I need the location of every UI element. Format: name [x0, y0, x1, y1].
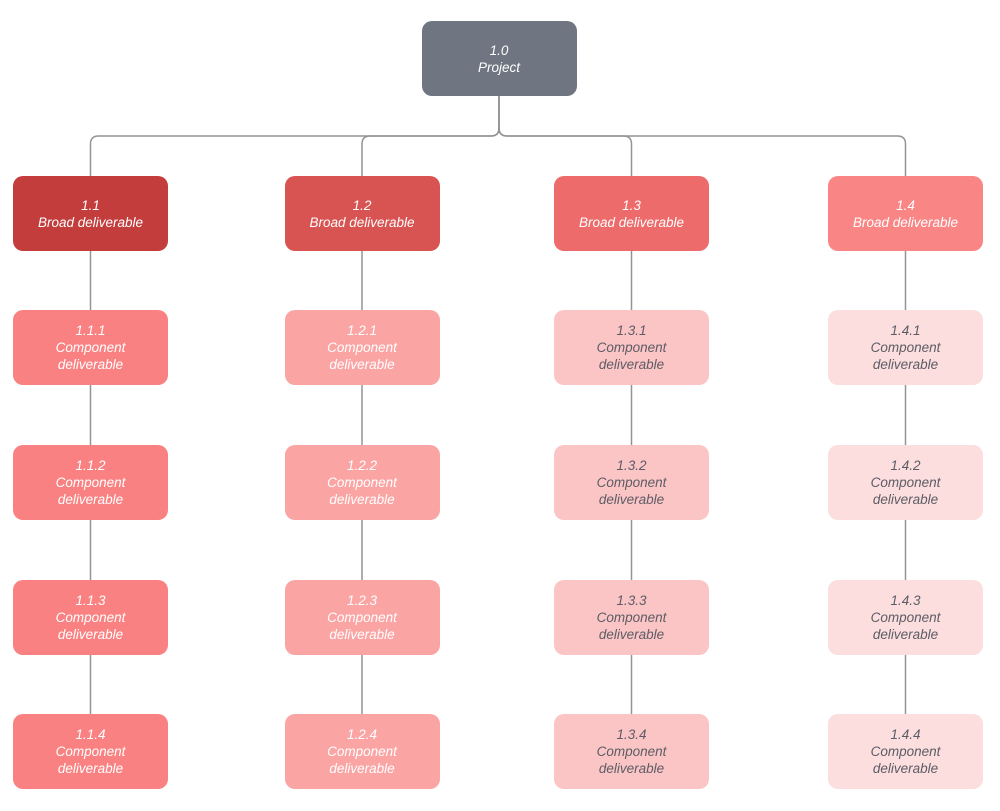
node-component-1-3-1: 1.3.1 Component deliverable — [554, 310, 709, 385]
node-component-1-2-4: 1.2.4 Component deliverable — [284, 714, 440, 789]
node-label: Component deliverable — [596, 610, 667, 642]
node-label: Project — [477, 59, 521, 75]
node-label: Broad deliverable — [37, 214, 144, 230]
node-component-1-4-3: 1.4.3 Component deliverable — [828, 580, 983, 655]
node-label: Component deliverable — [870, 610, 941, 642]
node-component-1-2-2: 1.2.2 Component deliverable — [284, 445, 440, 520]
node-code: 1.3.3 — [616, 593, 647, 608]
node-project-1-0: 1.0 Project — [421, 21, 577, 96]
node-label: Component deliverable — [596, 340, 667, 372]
node-broad-1-3: 1.3 Broad deliverable — [554, 176, 709, 251]
node-broad-1-2: 1.2 Broad deliverable — [284, 176, 440, 251]
node-component-1-2-1: 1.2.1 Component deliverable — [284, 310, 440, 385]
node-component-1-1-4: 1.1.4 Component deliverable — [13, 714, 168, 789]
node-code: 1.1.1 — [75, 323, 106, 338]
node-code: 1.2.1 — [346, 323, 378, 338]
column-connectors — [89, 251, 907, 714]
node-label: Component deliverable — [55, 610, 126, 642]
node-label: Component deliverable — [870, 744, 941, 776]
node-label: Component deliverable — [327, 610, 397, 642]
node-label: Component deliverable — [596, 744, 667, 776]
node-code: 1.3.4 — [616, 727, 647, 742]
node-component-1-1-3: 1.1.3 Component deliverable — [13, 580, 168, 655]
node-code: 1.1.4 — [75, 727, 106, 742]
node-code: 1.2.2 — [346, 458, 378, 473]
root-branch-connectors — [89, 96, 907, 176]
node-component-1-2-3: 1.2.3 Component deliverable — [284, 580, 440, 655]
node-component-1-1-2: 1.1.2 Component deliverable — [13, 445, 168, 520]
node-broad-1-4: 1.4 Broad deliverable — [828, 176, 983, 251]
node-label: Component deliverable — [870, 475, 941, 507]
node-code: 1.0 — [489, 42, 509, 58]
node-code: 1.2.4 — [346, 727, 378, 742]
node-code: 1.1.3 — [75, 593, 106, 608]
node-code: 1.4.4 — [890, 727, 921, 742]
node-code: 1.4.1 — [890, 323, 921, 338]
node-label: Component deliverable — [55, 744, 126, 776]
node-component-1-3-3: 1.3.3 Component deliverable — [554, 580, 709, 655]
node-code: 1.2 — [352, 197, 372, 213]
node-code: 1.1.2 — [75, 458, 106, 473]
node-broad-1-1: 1.1 Broad deliverable — [13, 176, 168, 251]
node-label: Component deliverable — [327, 340, 397, 372]
node-code: 1.1 — [81, 197, 100, 213]
node-label: Component deliverable — [327, 475, 397, 507]
node-label: Broad deliverable — [578, 214, 685, 230]
node-code: 1.4.2 — [890, 458, 921, 473]
node-label: Component deliverable — [55, 340, 126, 372]
node-code: 1.3.2 — [616, 458, 647, 473]
node-code: 1.3.1 — [616, 323, 647, 338]
node-label: Component deliverable — [55, 475, 126, 507]
node-component-1-1-1: 1.1.1 Component deliverable — [13, 310, 168, 385]
node-label: Component deliverable — [327, 744, 397, 776]
node-label: Broad deliverable — [309, 214, 415, 230]
node-component-1-4-1: 1.4.1 Component deliverable — [828, 310, 983, 385]
node-label: Broad deliverable — [852, 214, 959, 230]
node-component-1-3-4: 1.3.4 Component deliverable — [554, 714, 709, 789]
node-component-1-4-2: 1.4.2 Component deliverable — [828, 445, 983, 520]
node-code: 1.4 — [896, 197, 915, 213]
node-component-1-3-2: 1.3.2 Component deliverable — [554, 445, 709, 520]
node-code: 1.4.3 — [890, 593, 921, 608]
node-code: 1.2.3 — [346, 593, 378, 608]
node-label: Component deliverable — [870, 340, 941, 372]
node-code: 1.3 — [622, 197, 641, 213]
node-component-1-4-4: 1.4.4 Component deliverable — [828, 714, 983, 789]
node-label: Component deliverable — [596, 475, 667, 507]
